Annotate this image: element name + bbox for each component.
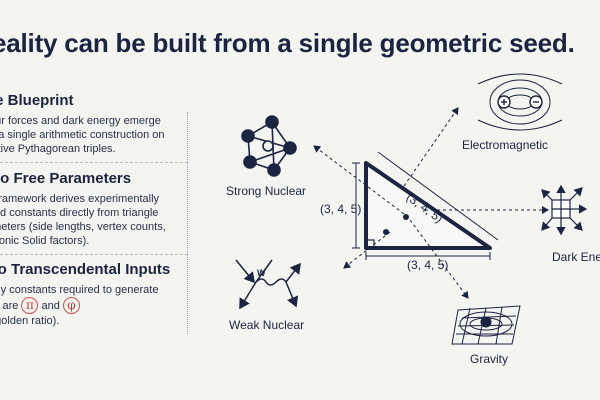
body-line: e framework derives experimentally — [0, 193, 160, 205]
divider — [0, 254, 188, 255]
body-line: rmonic Solid factors). — [0, 235, 90, 247]
divider — [0, 162, 188, 163]
left-side-label: (3, 4, 5) — [320, 202, 362, 216]
body-line: mitive Pythagorean triples. — [0, 143, 116, 155]
strong-nuclear-icon — [241, 115, 297, 177]
body-line: four forces and dark energy emerge — [0, 115, 161, 127]
phi-symbol: φ — [62, 297, 80, 314]
w-boson-label: W — [257, 268, 266, 278]
column-separator — [187, 112, 188, 334]
pythagorean-triangle — [352, 151, 499, 260]
gravity-icon — [451, 305, 521, 345]
body-line: ameters (side lengths, vertex counts, — [0, 221, 166, 233]
gravity-label: Gravity — [470, 352, 509, 366]
section-title: wo Transcendental Inputs — [0, 261, 171, 278]
pi-symbol: π — [21, 297, 39, 314]
weak-nuclear-icon — [235, 259, 301, 310]
dark-energy-icon — [541, 184, 588, 236]
section-body: only constants required to generate lity… — [0, 283, 170, 328]
connectors — [313, 107, 549, 299]
electromagnetic-label: Electromagnetic — [462, 138, 549, 152]
headline: eality can be built from a single geomet… — [0, 28, 575, 58]
body-line: e golden ratio). — [0, 315, 60, 327]
section-body: e framework derives experimentally ified… — [0, 192, 166, 248]
section-title: he Blueprint — [0, 92, 74, 109]
body-line: ified constants directly from triangle — [0, 207, 159, 219]
section-transcendental-inputs: wo Transcendental Inputs only constants … — [0, 261, 170, 328]
section-zero-free-parameters: ero Free Parameters e framework derives … — [0, 170, 166, 248]
weak-nuclear-label: Weak Nuclear — [229, 318, 305, 332]
body-text: lity are — [0, 300, 19, 312]
dark-energy-label: Dark Ene — [552, 250, 600, 264]
section-blueprint: he Blueprint four forces and dark energy… — [0, 92, 165, 156]
electromagnetic-icon — [477, 73, 563, 131]
section-title: ero Free Parameters — [0, 170, 132, 187]
and-text: and — [41, 300, 60, 312]
body-line: only constants required to generate — [0, 284, 159, 296]
strong-nuclear-label: Strong Nuclear — [226, 184, 307, 198]
section-body: four forces and dark energy emerge m a s… — [0, 114, 165, 156]
bottom-side-label: (3, 4, 5) — [407, 258, 449, 272]
body-line: m a single arithmetic construction on — [0, 129, 165, 141]
body-line-with-symbols: lity are π and φ — [0, 297, 170, 314]
